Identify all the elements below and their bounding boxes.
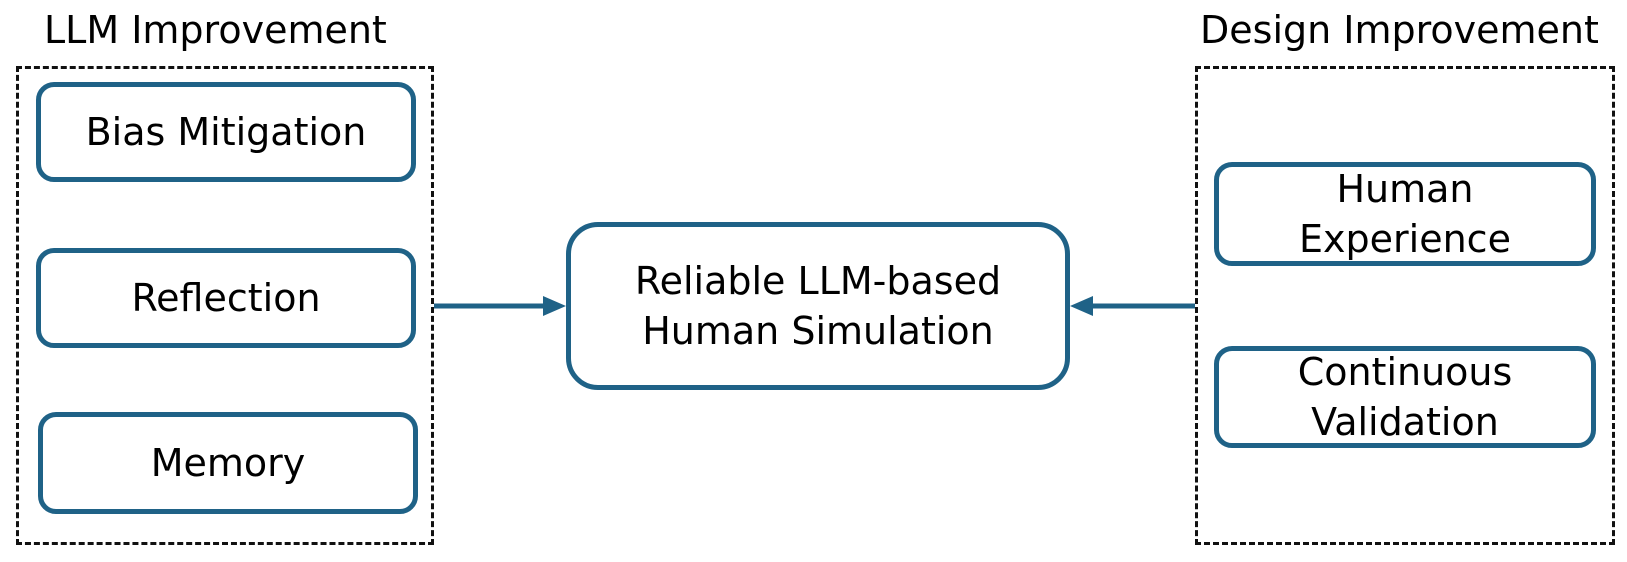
continuous-validation-node: Continuous Validation [1214, 346, 1596, 448]
reliable-human-simulation-node: Reliable LLM-based Human Simulation [566, 222, 1070, 390]
arrow-right-to-center [1070, 296, 1195, 316]
arrow-left-head [543, 296, 566, 316]
human-experience-node: Human Experience [1214, 162, 1596, 266]
bias-mitigation-node: Bias Mitigation [36, 82, 416, 182]
design-improvement-title: Design Improvement [1200, 8, 1599, 52]
llm-improvement-title: LLM Improvement [44, 8, 387, 52]
llm-improvement-group [16, 66, 434, 545]
arrow-left-to-center [434, 296, 566, 316]
reflection-node: Reflection [36, 248, 416, 348]
design-improvement-group [1195, 66, 1615, 545]
memory-node: Memory [38, 412, 418, 514]
arrow-right-head [1070, 296, 1093, 316]
